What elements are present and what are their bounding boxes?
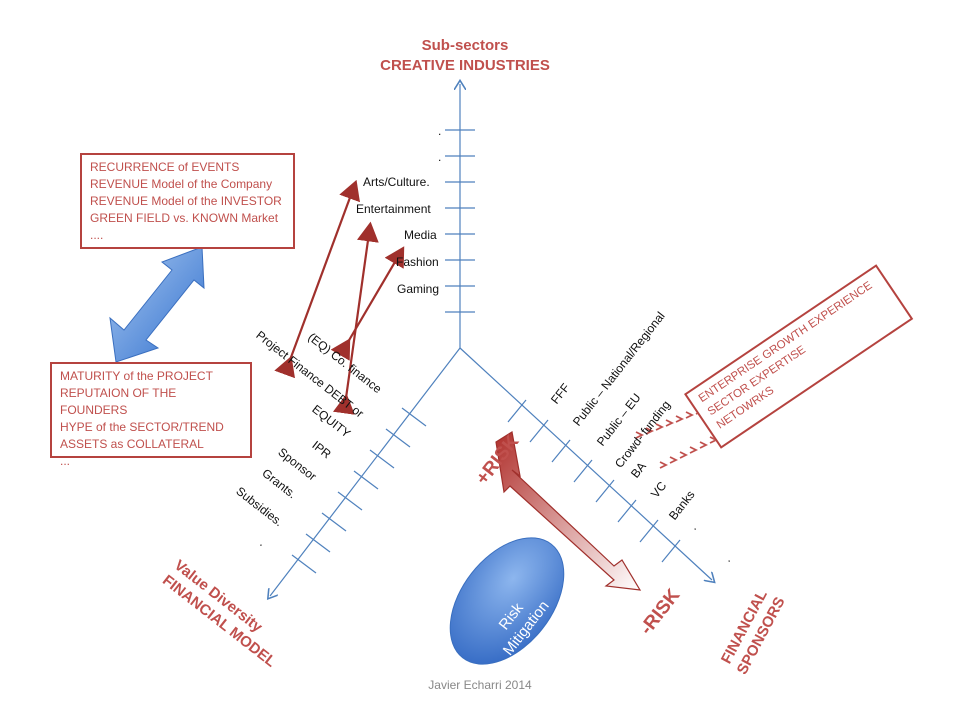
vertical-item-fashion: Fashion <box>396 255 439 269</box>
vertical-item-gaming: Gaming <box>397 282 440 296</box>
box-line: REPUTAION OF THE FOUNDERS <box>60 386 177 417</box>
risk-mitigation-ellipse <box>449 537 565 665</box>
risk-double-arrow <box>495 431 642 591</box>
box-line: RECURRENCE of EVENTS <box>90 160 240 174</box>
top-title-line1: Sub-sectors <box>421 37 509 54</box>
blue-double-arrow <box>109 246 205 363</box>
author-credit: Javier Echarri 2014 <box>428 678 532 692</box>
market-factors-box: RECURRENCE of EVENTS REVENUE Model of th… <box>80 153 295 249</box>
box-line: .... <box>90 228 104 242</box>
project-factors-box: MATURITY of the PROJECT REPUTAION OF THE… <box>50 362 252 468</box>
top-axis-title: Sub-sectors CREATIVE INDUSTRIES <box>330 36 600 76</box>
right-axis <box>459 347 712 580</box>
box-line: REVENUE Model of the Company <box>90 177 273 191</box>
box-line: HYPE of the SECTOR/TREND <box>60 420 224 434</box>
vertical-item-dot-2: . <box>438 150 442 164</box>
left-axis <box>270 347 461 596</box>
sector-model-arrows <box>274 179 405 415</box>
box-line: ... <box>60 454 71 468</box>
box-line: REVENUE Model of the INVESTOR <box>90 194 282 208</box>
box-line: MATURITY of the PROJECT <box>60 369 213 383</box>
box-line: GREEN FIELD vs. KNOWN Market <box>90 211 279 225</box>
box-line: ASSETS as COLLATERAL <box>60 437 204 451</box>
vertical-axis <box>445 84 475 348</box>
vertical-item-media: Media <box>404 228 437 242</box>
vertical-item-dot-1: . <box>438 124 442 138</box>
vertical-item-entertainment: Entertainment <box>356 202 431 216</box>
top-title-line2: CREATIVE INDUSTRIES <box>380 57 550 74</box>
vertical-item-arts: Arts/Culture. <box>363 175 430 189</box>
vc-arrows <box>659 436 719 469</box>
